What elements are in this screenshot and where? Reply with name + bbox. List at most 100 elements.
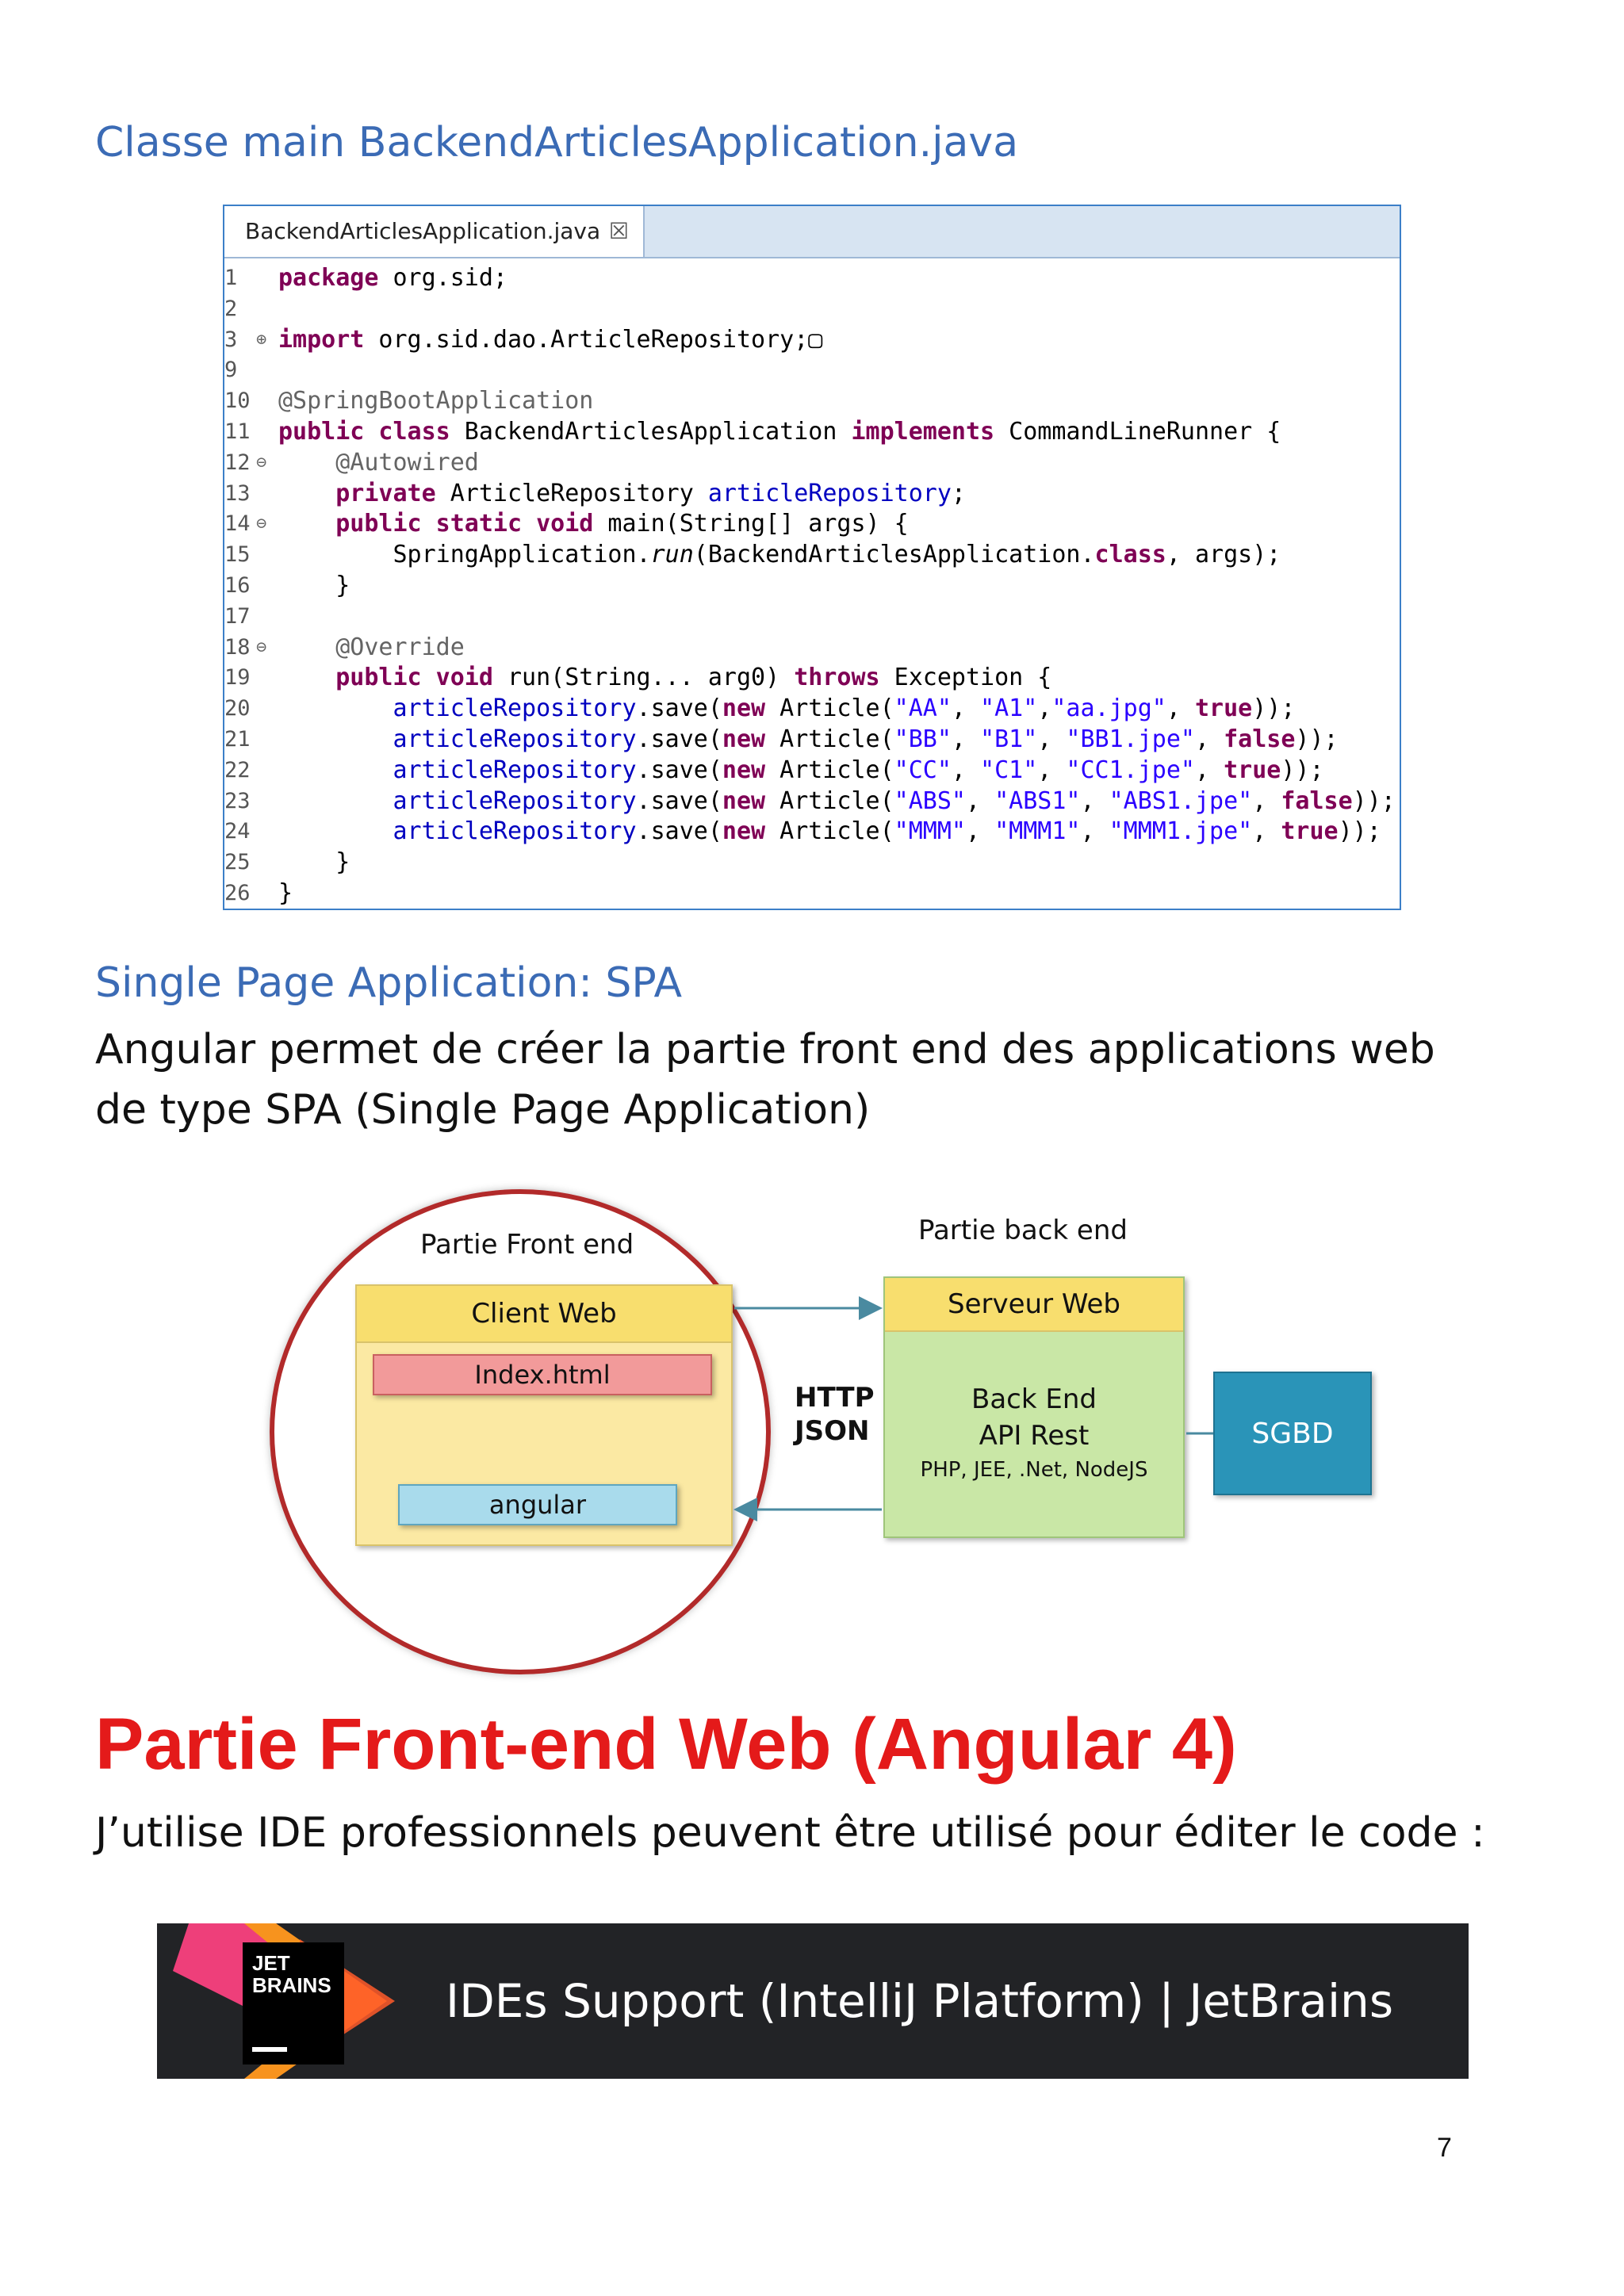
client-web-header: Client Web [357, 1286, 731, 1343]
line-number: 18 [224, 634, 251, 660]
spa-paragraph: Angular permet de créer la partie front … [95, 1020, 1554, 1140]
section-title-main-class: Classe main BackendArticlesApplication.j… [95, 119, 1019, 166]
code-text: } [278, 571, 350, 599]
code-text: private ArticleRepository articleReposit… [335, 479, 966, 507]
code-line: 11 public class BackendArticlesApplicatio… [224, 417, 1400, 448]
code-line: 25 } [224, 848, 1400, 878]
code-editor: BackendArticlesApplication.java ☒ 1 packa… [223, 205, 1401, 910]
front-end-label: Partie Front end [420, 1229, 634, 1261]
backend-text: Back End API Rest PHP, JEE, .Net, NodeJS [885, 1381, 1183, 1486]
angular-box: angular [398, 1484, 677, 1525]
ide-paragraph: J’utilise IDE professionnels peuvent êtr… [95, 1809, 1485, 1857]
code-text: import org.sid.dao.ArticleRepository;▢ [278, 325, 823, 354]
logo-text-jet: JET [252, 1951, 290, 1975]
editor-tab[interactable]: BackendArticlesApplication.java ☒ [224, 206, 645, 257]
back-end-label: Partie back end [918, 1215, 1128, 1246]
code-line: 3 ⊕ import org.sid.dao.ArticleRepository;▢ [224, 325, 1400, 356]
spa-paragraph-line2: de type SPA (Single Page Application) [95, 1086, 871, 1134]
page-number: 7 [1437, 2133, 1452, 2163]
code-line: 26} [224, 878, 1400, 909]
code-text: @Override [335, 633, 465, 661]
code-text: @SpringBootApplication [278, 387, 594, 415]
code-line: 12⊖ @Autowired [224, 448, 1400, 479]
line-number: 15 [224, 542, 251, 568]
line-number: 1 [224, 266, 238, 290]
code-line: 10 @SpringBootApplication [224, 386, 1400, 417]
code-text: package org.sid; [278, 264, 508, 292]
line-number: 12 [224, 450, 251, 475]
code-line: 19 public void run(String... arg0) throw… [224, 663, 1400, 694]
editor-tab-filename: BackendArticlesApplication.java [245, 218, 601, 244]
code-line: 23 articleRepository.save(new Article("A… [224, 786, 1400, 817]
close-icon[interactable]: ☒ [608, 218, 629, 244]
collapse-fold-icon[interactable]: ⊖ [256, 637, 267, 657]
code-text: @Autowired [335, 448, 479, 476]
line-number: 2 [224, 296, 238, 321]
line-number: 11 [224, 419, 251, 444]
code-text: articleRepository.save(new Article("BB",… [393, 725, 1339, 753]
index-html-box: Index.html [373, 1354, 712, 1395]
code-text: articleRepository.save(new Article("MMM"… [393, 817, 1381, 846]
collapse-fold-icon[interactable]: ⊖ [256, 452, 267, 473]
code-line: 18⊖ @Override [224, 633, 1400, 664]
code-line: 16 } [224, 571, 1400, 602]
diagram-arrows [733, 1296, 1213, 1521]
line-number: 21 [224, 726, 251, 752]
backend-line3: PHP, JEE, .Net, NodeJS [920, 1458, 1148, 1482]
line-number: 10 [224, 388, 251, 414]
section-title-frontend: Partie Front-end Web (Angular 4) [95, 1704, 1237, 1785]
protocol-label: HTTP JSON [795, 1381, 875, 1448]
section-title-spa: Single Page Application: SPA [95, 959, 683, 1007]
banner-text: IDEs Support (IntelliJ Platform) | JetBr… [446, 1974, 1394, 2028]
client-web-box: Client Web Index.html angular [355, 1284, 733, 1546]
line-number: 22 [224, 757, 251, 783]
code-text: articleRepository.save(new Article("AA",… [393, 695, 1296, 723]
protocol-http: HTTP [795, 1382, 875, 1414]
front-end-circle [270, 1189, 771, 1674]
server-web-box: Serveur Web Back End API Rest PHP, JEE, … [883, 1276, 1185, 1538]
code-line: 24 articleRepository.save(new Article("M… [224, 817, 1400, 848]
code-line: 22 articleRepository.save(new Article("C… [224, 756, 1400, 786]
code-line: 15 SpringApplication.run(BackendArticles… [224, 540, 1400, 571]
spa-architecture-diagram: Partie Front end Partie back end Client … [262, 1181, 1388, 1689]
line-number: 24 [224, 819, 251, 844]
line-number: 3 [224, 327, 238, 352]
line-number: 17 [224, 603, 251, 629]
line-number: 26 [224, 880, 251, 905]
code-line: 14⊖ public static void main(String[] arg… [224, 509, 1400, 540]
expand-fold-icon[interactable]: ⊕ [256, 329, 267, 350]
code-text: SpringApplication.run(BackendArticlesApp… [278, 541, 1281, 569]
code-line: 17 [224, 602, 1400, 633]
code-text: articleRepository.save(new Article("ABS"… [393, 786, 1396, 815]
collapse-fold-icon[interactable]: ⊖ [256, 514, 267, 534]
server-web-header: Serveur Web [885, 1278, 1183, 1332]
jetbrains-banner[interactable]: JET BRAINS IDEs Support (IntelliJ Platfo… [157, 1923, 1469, 2079]
code-line: 9 [224, 355, 1400, 386]
jetbrains-logo-square: JET BRAINS [243, 1942, 344, 2064]
line-number: 25 [224, 850, 251, 875]
line-number: 16 [224, 572, 251, 598]
code-text: } [278, 848, 350, 877]
line-number: 20 [224, 696, 251, 721]
code-line: 21 articleRepository.save(new Article("B… [224, 725, 1400, 756]
spa-paragraph-line1: Angular permet de créer la partie front … [95, 1026, 1435, 1073]
code-text: articleRepository.save(new Article("CC",… [393, 756, 1324, 784]
logo-text-brains: BRAINS [252, 1973, 331, 1997]
line-number: 9 [224, 358, 238, 383]
sgbd-box: SGBD [1213, 1372, 1372, 1495]
code-text: public static void main(String[] args) { [335, 510, 909, 538]
code-text: public void run(String... arg0) throws E… [335, 664, 1052, 692]
code-line: 1 package org.sid; [224, 263, 1400, 294]
code-line: 2 [224, 294, 1400, 325]
line-number: 13 [224, 480, 251, 506]
code-line: 20 articleRepository.save(new Article("A… [224, 694, 1400, 725]
code-text: } [278, 878, 293, 907]
code-line: 13 private ArticleRepository articleRepo… [224, 479, 1400, 510]
line-number: 19 [224, 665, 251, 691]
code-text: public class BackendArticlesApplication … [278, 417, 1281, 446]
backend-line2: API Rest [979, 1420, 1090, 1452]
logo-underscore [252, 2047, 287, 2052]
line-number: 23 [224, 788, 251, 813]
backend-line1: Back End [971, 1383, 1097, 1415]
